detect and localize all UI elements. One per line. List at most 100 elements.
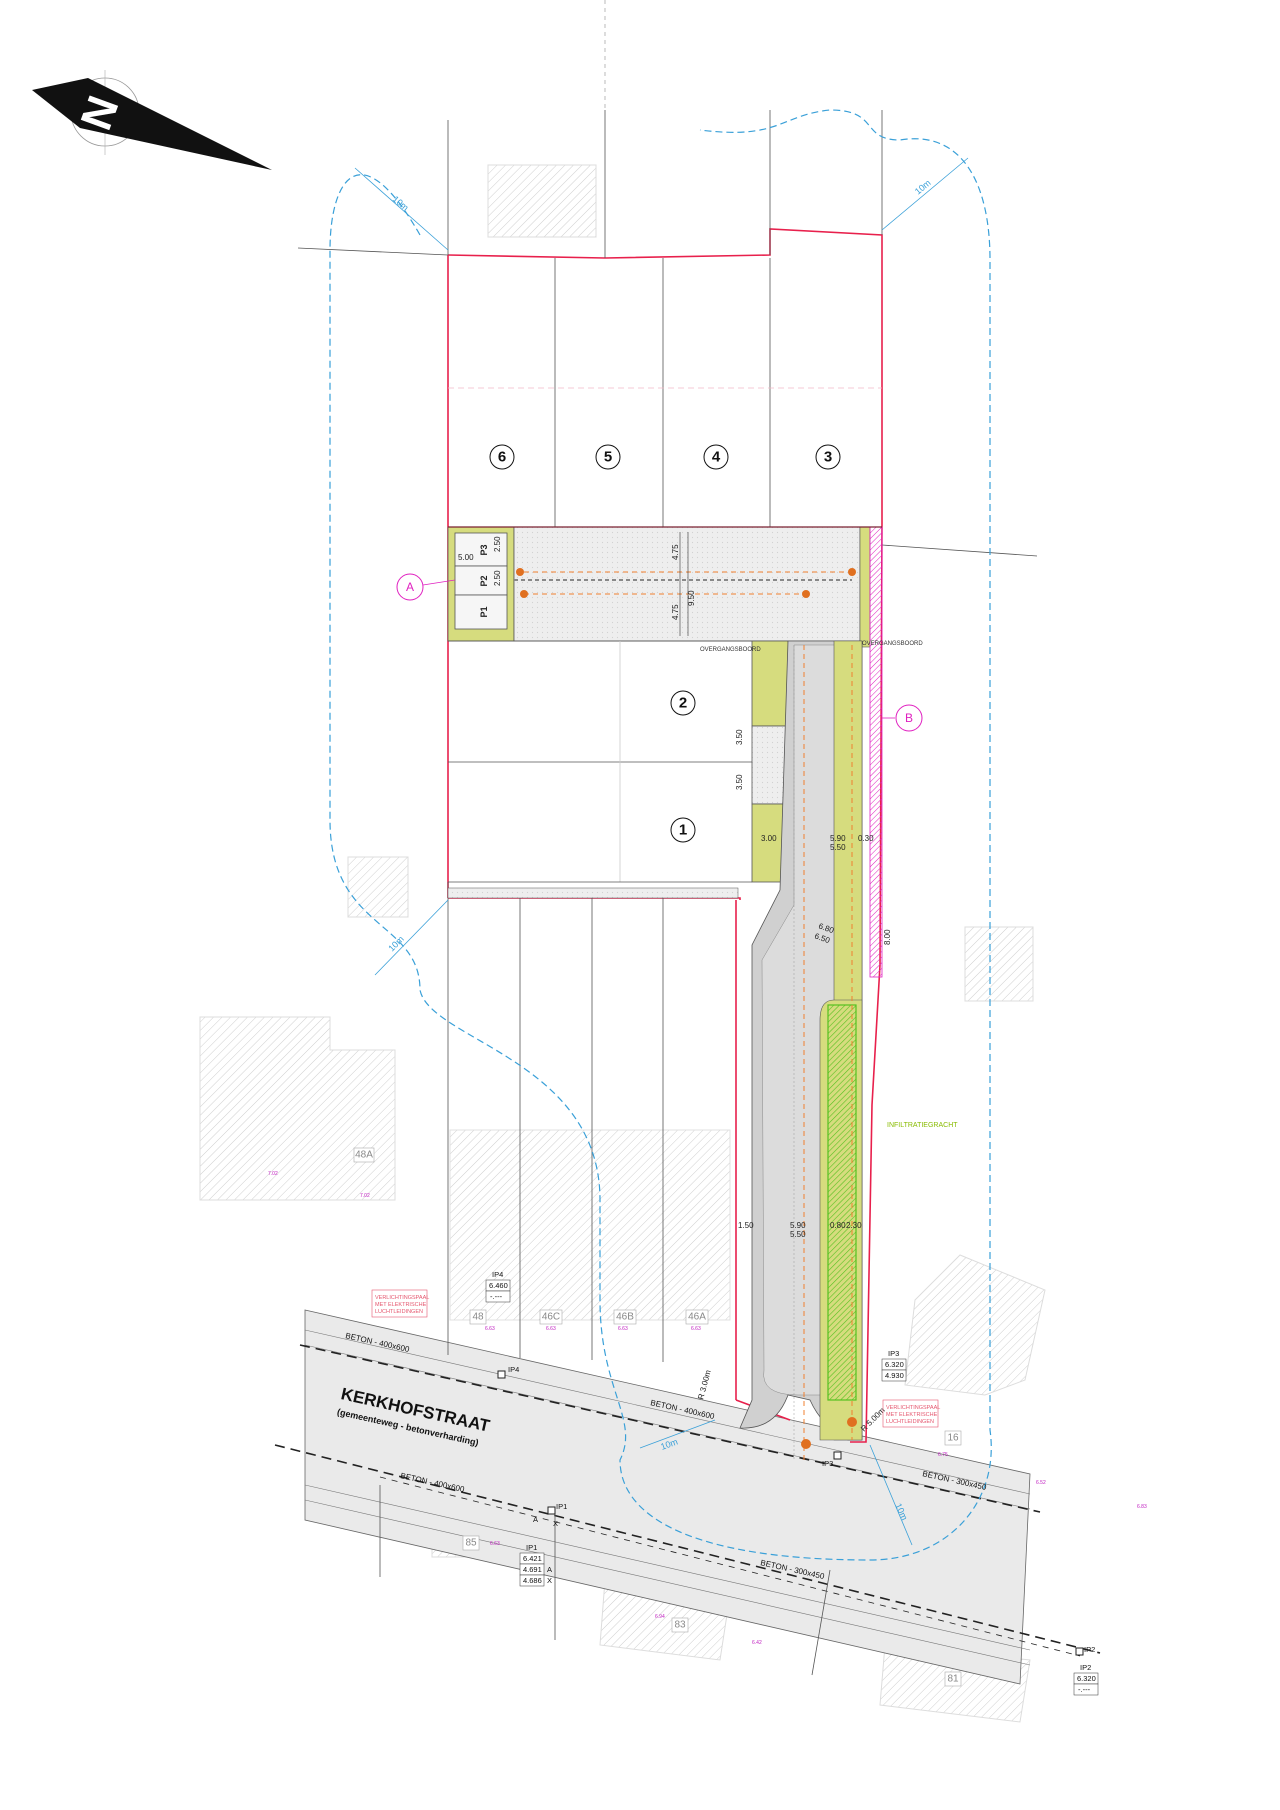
lot-number-6: 6 — [498, 449, 506, 466]
access-road — [739, 640, 863, 1460]
dim-lot-width-1: 3.50 — [735, 729, 744, 745]
level-5: 6.63 — [618, 1326, 628, 1332]
lot-number-3: 3 — [824, 449, 832, 466]
parking-space-p1 — [454, 594, 508, 630]
svg-text:MET ELEKTRISCHE: MET ELEKTRISCHE — [375, 1302, 427, 1308]
north-arrow: N — [32, 70, 272, 170]
dim-length-800: 8.00 — [883, 929, 892, 945]
dim-low-590: 5.90 — [790, 1221, 806, 1230]
note-infiltratiegracht: INFILTRATIEGRACHT — [887, 1122, 958, 1129]
offset-label-1: 10m — [391, 194, 411, 213]
svg-text:4.930: 4.930 — [885, 1371, 904, 1380]
dim-low-230: 2.30 — [846, 1221, 862, 1230]
house-81: 81 — [947, 1674, 959, 1685]
svg-text:-.---: -.--- — [490, 1292, 503, 1301]
dim-radius-left: R 3.00m — [696, 1369, 713, 1401]
lighting-note-left: VERLICHTINGSPAAL MET ELEKTRISCHE LUCHTLE… — [371, 1289, 429, 1318]
svg-text:X: X — [553, 1519, 558, 1528]
level-2: 7.02 — [360, 1193, 370, 1199]
svg-text:6.421: 6.421 — [523, 1554, 542, 1563]
dim-low-150: 1.50 — [738, 1221, 754, 1230]
svg-text:MET ELEKTRISCHE: MET ELEKTRISCHE — [886, 1412, 938, 1418]
lot-number-5: 5 — [604, 449, 612, 466]
level-12: 6.42 — [752, 1640, 762, 1646]
lots-1-2 — [447, 640, 789, 898]
parking-label-p2: P2 — [479, 575, 489, 586]
parking-court — [447, 526, 883, 978]
level-11: 6.94 — [655, 1614, 665, 1620]
house-83: 83 — [674, 1620, 686, 1631]
level-points: 7.02 7.02 6.63 6.63 6.63 6.63 6.75 6.52 … — [268, 1171, 1147, 1646]
svg-text:VERLICHTINGSPAAL: VERLICHTINGSPAAL — [886, 1405, 940, 1411]
level-7: 6.75 — [938, 1452, 948, 1458]
section-marker-a: A — [406, 580, 414, 594]
lot-markers: 6 5 4 3 2 1 — [489, 444, 841, 843]
house-46c: 46C — [542, 1312, 560, 1323]
svg-text:IP1: IP1 — [526, 1543, 537, 1552]
svg-text:LUCHTLEIDINGEN: LUCHTLEIDINGEN — [886, 1419, 934, 1425]
infiltration-ditch — [827, 1004, 857, 1401]
dim-court-1: 4.75 — [671, 544, 680, 560]
offset-label-3: 10m — [386, 934, 405, 953]
parking-space-p3 — [454, 532, 508, 567]
parking-space-p2 — [454, 565, 508, 596]
lot-number-2: 2 — [679, 695, 687, 712]
note-overgangsboord-1: OVERGANGSBOORD — [700, 647, 761, 653]
dim-lot-width-2: 3.50 — [735, 774, 744, 790]
svg-text:IP4: IP4 — [508, 1365, 519, 1374]
lot-number-1: 1 — [679, 822, 687, 839]
section-marker-b: B — [905, 711, 913, 725]
dim-low-550: 5.50 — [790, 1230, 806, 1239]
street — [274, 1309, 1101, 1685]
svg-text:A: A — [533, 1515, 538, 1524]
svg-text:IP1: IP1 — [556, 1502, 567, 1511]
ip1: IP1 A X IP1 6.421 4.691 A 4.686 X — [519, 1502, 567, 1587]
level-4: 6.63 — [546, 1326, 556, 1332]
svg-text:6.320: 6.320 — [1077, 1674, 1096, 1683]
dim-court-2: 4.75 — [671, 604, 680, 620]
dim-parking-depth-2: 2.50 — [493, 570, 502, 586]
offset-10m-line — [329, 109, 992, 1561]
note-overgangsboord-2: OVERGANGSBOORD — [862, 641, 923, 647]
level-10: 6.63 — [490, 1541, 500, 1547]
dim-low-080: 0.80 — [830, 1221, 846, 1230]
parking-label-p3: P3 — [479, 544, 489, 555]
lighting-note-right: VERLICHTINGSPAAL MET ELEKTRISCHE LUCHTLE… — [882, 1399, 940, 1428]
svg-text:IP2: IP2 — [1080, 1663, 1091, 1672]
ip2: IP2 IP2 6.320 -.--- — [1073, 1645, 1099, 1696]
svg-text:LUCHTLEIDINGEN: LUCHTLEIDINGEN — [375, 1309, 423, 1315]
svg-text:VERLICHTINGSPAAL: VERLICHTINGSPAAL — [375, 1295, 429, 1301]
level-6: 6.63 — [691, 1326, 701, 1332]
house-46b: 46B — [616, 1312, 634, 1323]
dim-road-550: 5.50 — [830, 843, 846, 852]
svg-text:6.460: 6.460 — [489, 1281, 508, 1290]
svg-text:-.---: -.--- — [1078, 1685, 1091, 1694]
offset-dimensions — [354, 157, 969, 1546]
manholes — [516, 568, 857, 1449]
ip3: IP3 6.320 4.930 IP3 — [822, 1349, 907, 1468]
dim-parking-width: 5.00 — [458, 553, 474, 562]
house-48a: 48A — [355, 1150, 373, 1161]
svg-text:IP3: IP3 — [822, 1459, 833, 1468]
svg-text:6.320: 6.320 — [885, 1360, 904, 1369]
dim-court-total: 9.50 — [687, 590, 696, 606]
svg-text:A: A — [547, 1565, 552, 1574]
svg-text:4.686: 4.686 — [523, 1576, 542, 1585]
level-9: 6.83 — [1137, 1504, 1147, 1510]
level-3: 6.63 — [485, 1326, 495, 1332]
svg-text:4.691: 4.691 — [523, 1565, 542, 1574]
level-8: 6.52 — [1036, 1480, 1046, 1486]
ip4: IP4 6.460 -.--- IP4 — [485, 1270, 519, 1379]
house-85: 85 — [465, 1538, 477, 1549]
svg-text:IP3: IP3 — [888, 1349, 899, 1358]
dim-edge-030: 0.30 — [858, 834, 874, 843]
house-48: 48 — [472, 1312, 484, 1323]
dim-green-width: 3.00 — [761, 834, 777, 843]
grid-lines — [297, 0, 1038, 1676]
svg-text:IP2: IP2 — [1084, 1645, 1095, 1654]
svg-text:X: X — [547, 1576, 552, 1585]
dim-parking-depth-1: 2.50 — [493, 536, 502, 552]
dim-road-590: 5.90 — [830, 834, 846, 843]
level-1: 7.02 — [268, 1171, 278, 1177]
